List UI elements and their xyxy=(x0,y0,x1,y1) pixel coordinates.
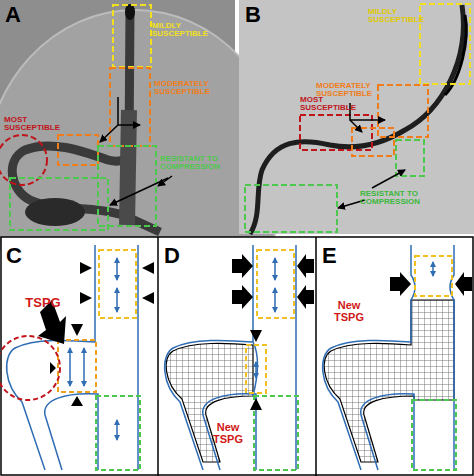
panel-letter: E xyxy=(322,244,352,267)
zone-label: MOST SUSCEPTIBLE xyxy=(300,96,356,113)
panel-divider xyxy=(315,237,317,476)
vessel-wall xyxy=(295,245,297,470)
double-arrow xyxy=(274,288,276,312)
schematic-frame xyxy=(1,237,473,475)
leader-arrow xyxy=(372,170,405,188)
compression-arrow xyxy=(250,330,262,410)
mild-zone xyxy=(420,4,470,84)
panel-e xyxy=(323,245,472,470)
panel-divider xyxy=(157,237,159,476)
moderate-zone xyxy=(58,340,96,392)
double-arrow xyxy=(432,262,434,276)
vessel-wall xyxy=(137,245,139,470)
double-arrow xyxy=(255,362,257,378)
resistant-zone xyxy=(245,185,337,232)
vein-blob xyxy=(25,198,85,226)
mild-zone xyxy=(99,250,136,318)
vessel-wall xyxy=(45,394,98,470)
panel-letter: B xyxy=(245,3,275,26)
pressure-label: TSPG xyxy=(18,296,68,310)
compression-arrow xyxy=(80,262,154,304)
zone-label: RESISTANT TO COMPRESSION xyxy=(160,155,232,172)
moderate-zone xyxy=(58,135,98,165)
junction-zone xyxy=(246,345,266,393)
resistant-zone xyxy=(412,400,456,470)
stent xyxy=(324,300,454,462)
vein xyxy=(127,110,129,225)
resistant-zone xyxy=(98,146,156,226)
zone-label: MILDLY SUSCEPTIBLE xyxy=(152,22,218,39)
mild-zone xyxy=(257,250,294,318)
zone-label: MILDLY SUSCEPTIBLE xyxy=(368,8,420,25)
zone-label: MODERATELY SUSCEPTIBLE xyxy=(316,82,382,99)
double-arrow xyxy=(274,258,276,280)
compression-arrow xyxy=(232,254,253,309)
leader-arrow xyxy=(350,120,362,132)
mild-zone xyxy=(415,256,452,296)
panel-letter: A xyxy=(5,3,35,26)
double-arrow xyxy=(83,348,85,386)
resistant-zone xyxy=(396,140,424,176)
resistant-zone xyxy=(254,396,298,470)
double-arrow xyxy=(69,348,71,386)
moderate-zone xyxy=(110,68,150,146)
panel-c xyxy=(0,245,154,470)
double-arrow xyxy=(116,288,118,312)
moderate-zone xyxy=(378,85,428,137)
zone-label: RESISTANT TO COMPRESSION xyxy=(360,190,432,207)
vein xyxy=(250,5,463,234)
panel-d xyxy=(165,245,314,470)
compression-arrow xyxy=(390,272,472,296)
double-arrow xyxy=(116,420,118,440)
narrowing xyxy=(253,342,258,396)
vessel-wall xyxy=(361,394,414,470)
panel-letter: D xyxy=(164,244,194,267)
resistant-zone xyxy=(96,396,140,470)
zone-label: MODERATELY SUSCEPTIBLE xyxy=(154,80,230,97)
angiogram-b xyxy=(239,0,474,234)
vein xyxy=(12,8,160,232)
panel-letter: C xyxy=(6,244,36,267)
pressure-label: New TSPG xyxy=(205,422,251,445)
leader-arrow xyxy=(118,97,140,125)
mild-zone xyxy=(113,5,151,67)
pressure-label: New TSPG xyxy=(326,300,372,323)
leader-arrow xyxy=(100,125,118,142)
zone-label: MOST SUSCEPTIBLE xyxy=(4,116,60,133)
resistant-zone xyxy=(10,178,108,230)
vessel-wall xyxy=(203,394,256,470)
stent xyxy=(166,343,253,462)
moderate-zone xyxy=(352,128,394,156)
double-arrow xyxy=(116,258,118,280)
vein-top xyxy=(125,4,135,20)
compression-arrow xyxy=(297,254,314,309)
leader-arrow xyxy=(110,178,168,205)
